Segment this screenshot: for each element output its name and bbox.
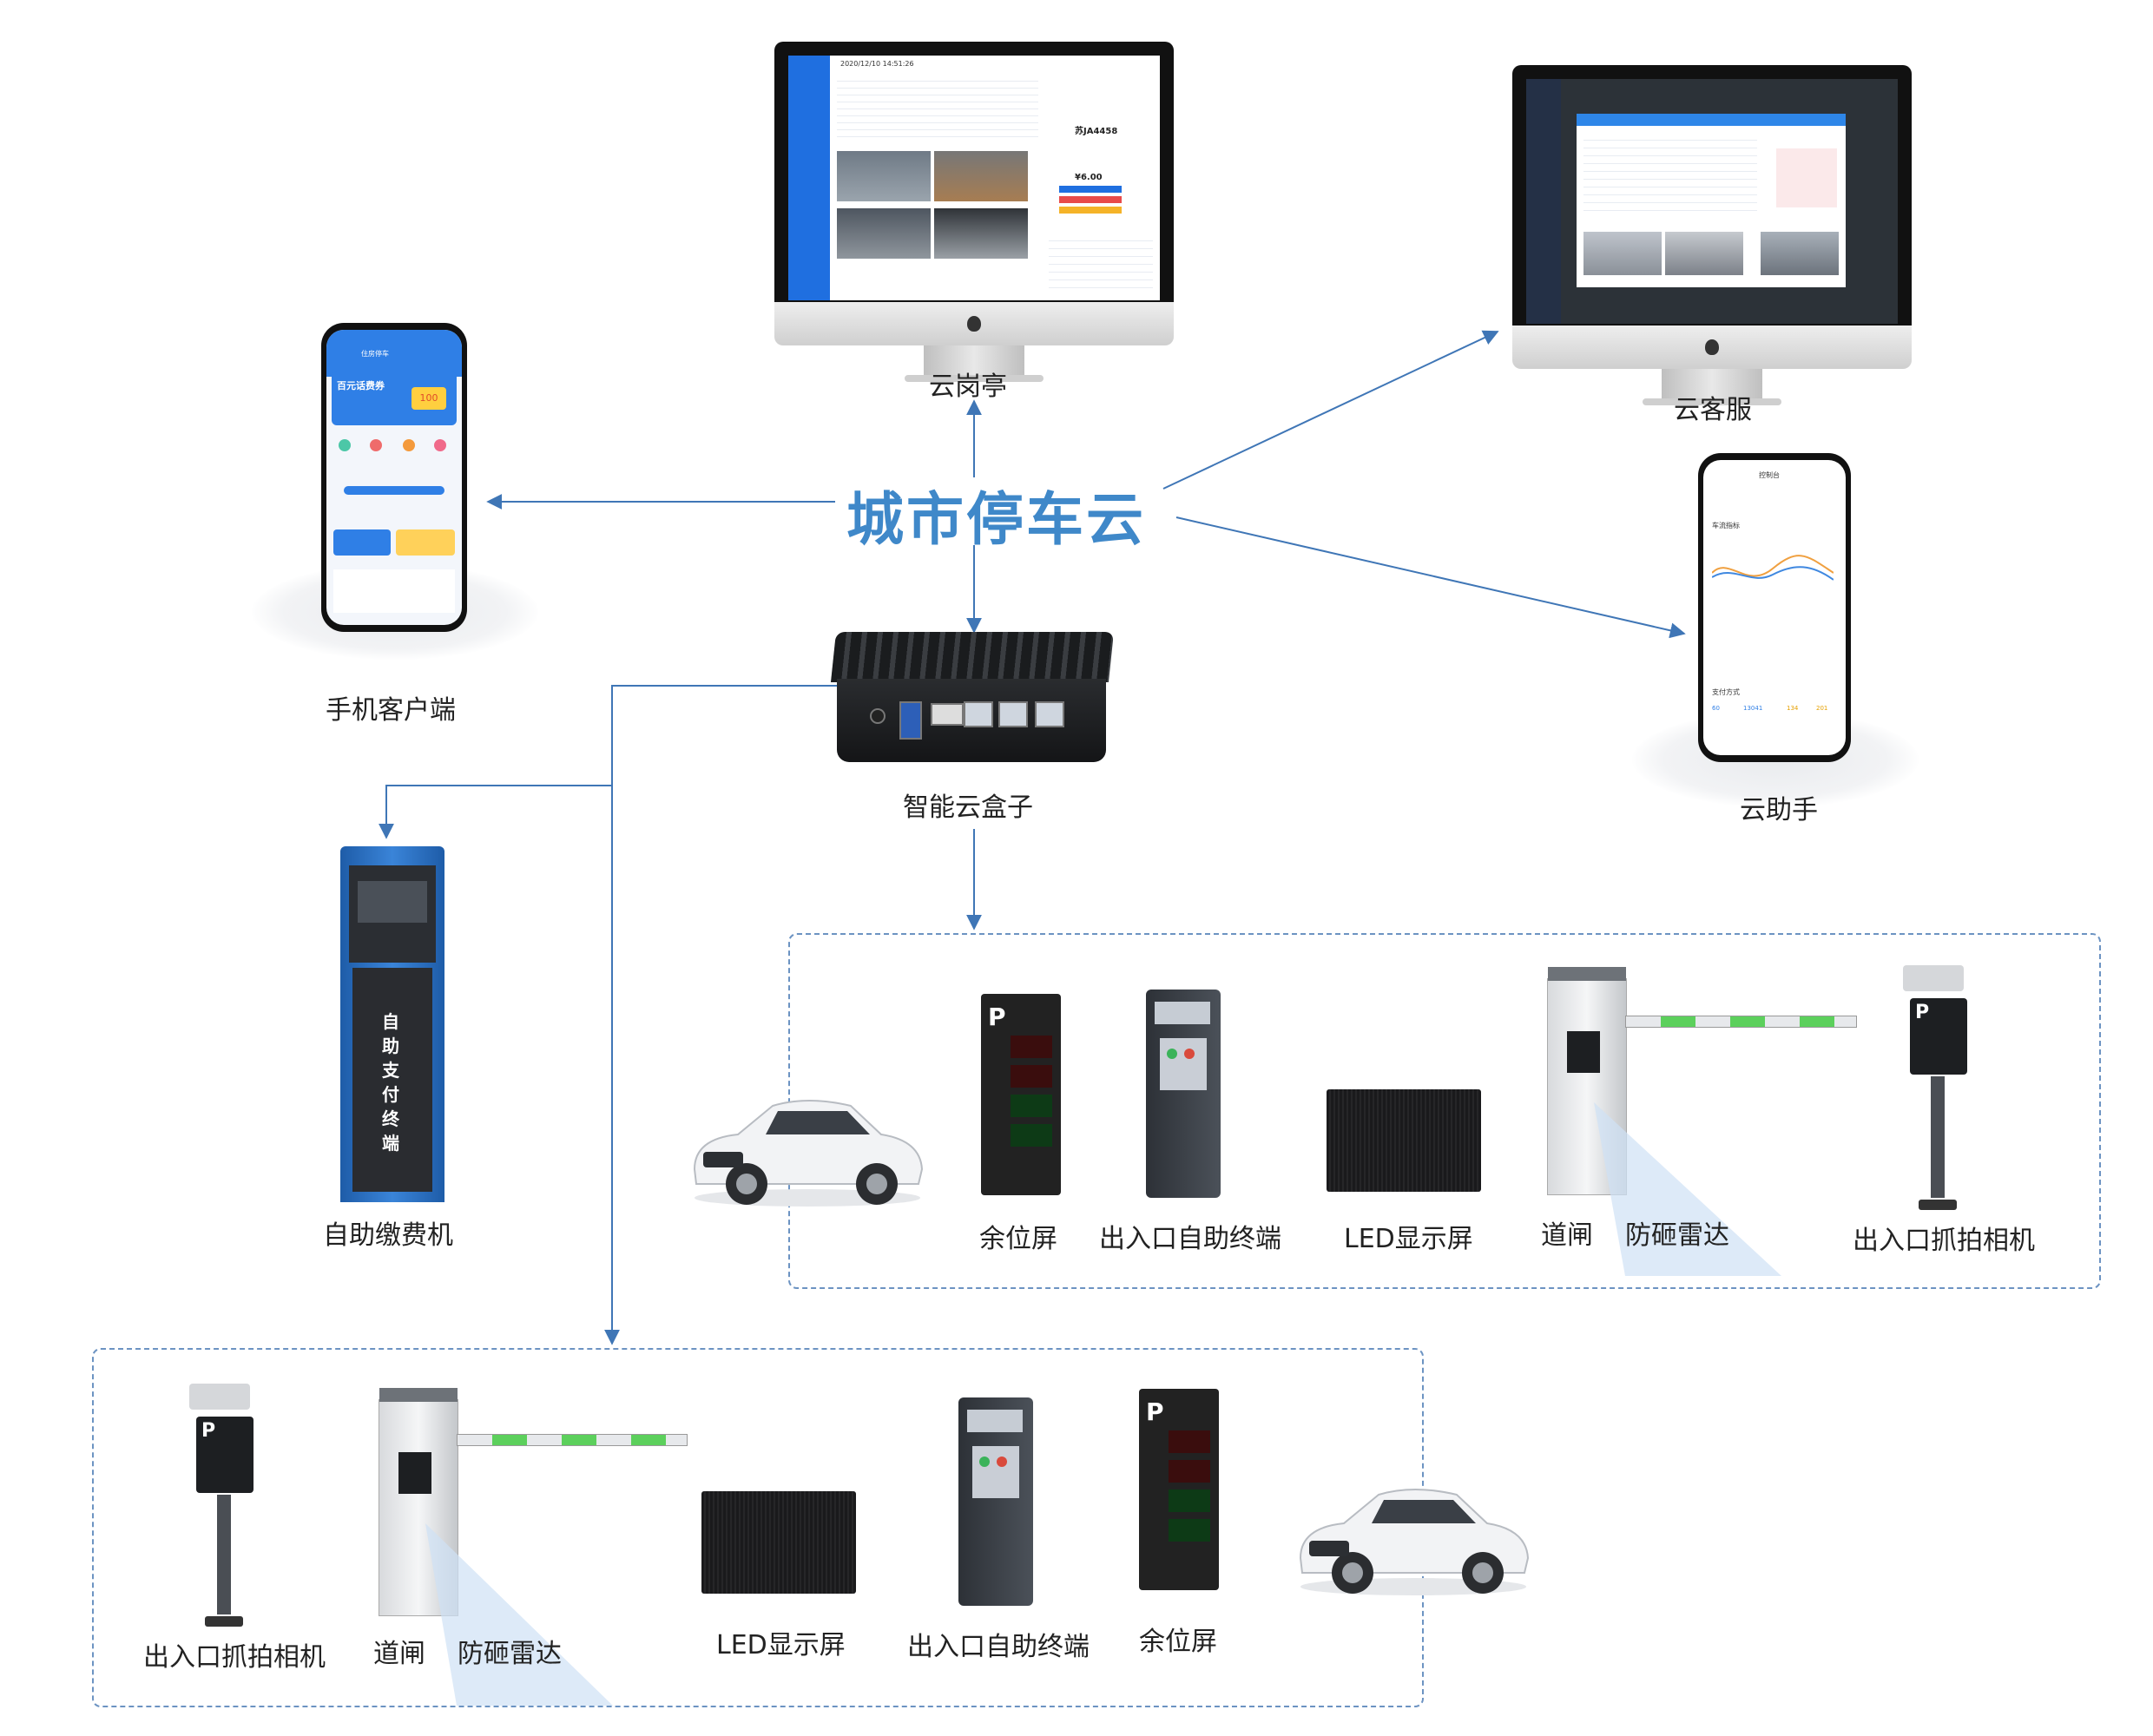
- phone-promo: 百元话费券: [337, 380, 385, 391]
- camera-display-top: P: [1910, 998, 1967, 1075]
- camera-icon-top: [1903, 965, 1964, 991]
- label-bottom-gate: 道闸: [373, 1639, 425, 1669]
- mobile-client-screen: 住房停车 百元话费券 100: [326, 330, 462, 625]
- label-top-camera: 出入口抓拍相机: [1853, 1226, 2035, 1256]
- booth-amount: ¥6.00: [1075, 173, 1103, 182]
- assistant-stat-4: 201: [1816, 705, 1828, 712]
- self-terminal-top: [1146, 990, 1221, 1198]
- arrow-to-cloud-assistant: [1175, 516, 1686, 639]
- label-self-pay: 自助缴费机: [323, 1220, 453, 1251]
- car-bottom: [1299, 1489, 1530, 1595]
- label-smart-box: 智能云盒子: [903, 792, 1033, 823]
- space-display-bottom: P: [1139, 1389, 1219, 1590]
- assistant-line-chart: [1712, 555, 1834, 581]
- self-pay-kiosk: 自助支付终端: [340, 846, 444, 1202]
- line-box-left-branch: [604, 685, 837, 1345]
- barrier-arm-top: [1625, 1016, 1857, 1028]
- label-top-radar: 防砸雷达: [1625, 1220, 1729, 1251]
- label-top-led: LED显示屏: [1344, 1224, 1473, 1254]
- center-title: 城市停车云: [846, 486, 1146, 553]
- cloud-assistant-screen: 控制台 车流指标 支付方式 60 13041 134 201: [1703, 460, 1846, 755]
- label-top-gate: 道闸: [1541, 1220, 1593, 1251]
- radar-beam-bottom: [425, 1523, 613, 1706]
- led-screen-top: [1327, 1089, 1481, 1192]
- label-bottom-self-terminal: 出入口自助终端: [907, 1632, 1090, 1662]
- smart-cloud-box: [830, 632, 1115, 764]
- assistant-stat-3: 134: [1787, 705, 1799, 712]
- apple-logo-icon: [967, 316, 981, 332]
- mobile-client-phone: 住房停车 百元话费券 100: [321, 323, 467, 632]
- camera-icon-bottom: [189, 1384, 250, 1410]
- barrier-gate-top: [1547, 967, 1627, 1195]
- booth-sidebar: [788, 56, 830, 300]
- cloud-service-screen: [1526, 79, 1898, 324]
- label-cloud-assistant: 云助手: [1740, 795, 1818, 825]
- label-cloud-booth: 云岗亭: [929, 372, 1007, 402]
- booth-datetime: 2020/12/10 14:51:26: [840, 60, 914, 68]
- camera-pole-bottom: [217, 1495, 231, 1614]
- apple-logo-icon: [1705, 339, 1719, 355]
- parking-p-icon: P: [1146, 1397, 1164, 1426]
- label-bottom-camera: 出入口抓拍相机: [143, 1642, 326, 1673]
- booth-plate: 苏JA4458: [1075, 127, 1118, 136]
- label-bottom-radar: 防砸雷达: [458, 1639, 562, 1669]
- arrow-to-kiosk: [379, 785, 612, 839]
- label-bottom-led: LED显示屏: [716, 1630, 846, 1660]
- assistant-header: 控制台: [1759, 471, 1780, 479]
- space-display-top: P: [981, 994, 1061, 1195]
- kiosk-text: 自助支付终端: [382, 1011, 399, 1154]
- cloud-booth-screen: 2020/12/10 14:51:26 苏JA4458 ¥6.00: [788, 56, 1160, 300]
- barrier-arm-bottom: [457, 1434, 688, 1446]
- led-screen-bottom: [701, 1491, 856, 1594]
- assistant-stat-2: 13041: [1743, 705, 1763, 712]
- cloud-booth-monitor: 2020/12/10 14:51:26 苏JA4458 ¥6.00: [774, 42, 1174, 382]
- radar-beam-top: [1594, 1102, 1781, 1276]
- car-top: [693, 1100, 924, 1207]
- label-bottom-space-display: 余位屏: [1139, 1627, 1217, 1657]
- parking-p-icon: P: [988, 1003, 1006, 1031]
- phone-promo-badge: 100: [412, 387, 446, 410]
- assistant-section2: 支付方式: [1712, 688, 1740, 696]
- label-cloud-service: 云客服: [1674, 395, 1752, 425]
- assistant-section1: 车流指标: [1712, 522, 1740, 529]
- cloud-service-monitor: [1512, 65, 1912, 405]
- self-terminal-bottom: [958, 1397, 1033, 1606]
- label-top-self-terminal: 出入口自助终端: [1099, 1224, 1281, 1254]
- phone-app-title: 住房停车: [361, 350, 389, 358]
- arrow-to-cloud-service: [1162, 330, 1499, 490]
- camera-pole-top: [1931, 1076, 1945, 1198]
- camera-display-bottom: P: [196, 1417, 253, 1493]
- cloud-assistant-phone: 控制台 车流指标 支付方式 60 13041 134 201: [1698, 453, 1851, 762]
- assistant-stat-1: 60: [1712, 705, 1720, 712]
- label-top-space-display: 余位屏: [979, 1224, 1057, 1254]
- label-mobile-client: 手机客户端: [326, 695, 456, 726]
